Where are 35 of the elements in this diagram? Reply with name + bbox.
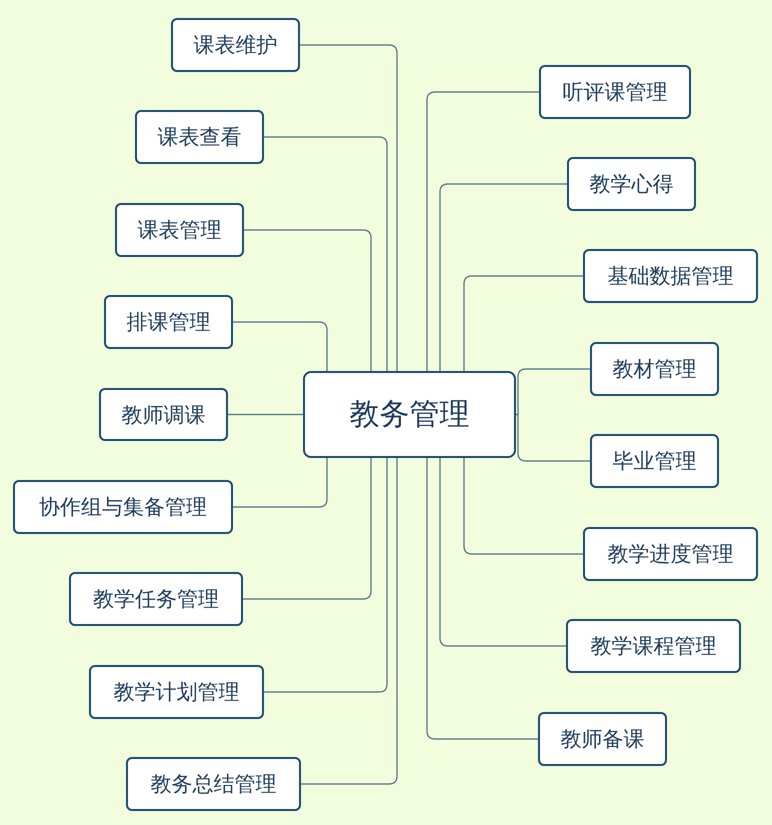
connector-line [463, 458, 583, 555]
topic-box: 教学计划管理 [89, 665, 264, 719]
topic-box: 教师备课 [538, 712, 667, 766]
connector-line [300, 44, 398, 371]
connector-line [426, 91, 539, 371]
connector-line [228, 414, 303, 416]
topic-box: 教学任务管理 [69, 572, 243, 626]
connector-line [233, 458, 328, 508]
topic-box: 课表管理 [115, 203, 244, 257]
topic-box: 排课管理 [104, 295, 233, 349]
connector-line [463, 275, 583, 371]
topic-box: 基础数据管理 [583, 249, 758, 303]
connector-line [516, 368, 590, 416]
connector-line [264, 458, 388, 693]
topic-box: 教学心得 [567, 157, 696, 211]
topic-box: 协作组与集备管理 [13, 480, 233, 534]
topic-box: 毕业管理 [590, 434, 719, 488]
connector-line [233, 321, 328, 371]
central-topic-box: 教务管理 [303, 371, 516, 458]
connector-line [439, 183, 567, 371]
topic-box: 教学进度管理 [583, 527, 758, 581]
topic-box: 教材管理 [590, 342, 719, 396]
topic-box: 听评课管理 [539, 65, 691, 119]
topic-box: 教学课程管理 [566, 619, 741, 673]
connector-line [243, 458, 372, 600]
topic-box: 教务总结管理 [126, 757, 301, 811]
connector-line [516, 414, 590, 462]
topic-box: 教师调课 [99, 388, 228, 441]
connector-line [301, 458, 398, 785]
connector-line [426, 458, 538, 740]
connector-line [439, 458, 566, 647]
topic-box: 课表查看 [135, 110, 264, 164]
connector-line [244, 229, 372, 371]
topic-box: 课表维护 [171, 18, 300, 72]
connector-line [264, 136, 388, 371]
